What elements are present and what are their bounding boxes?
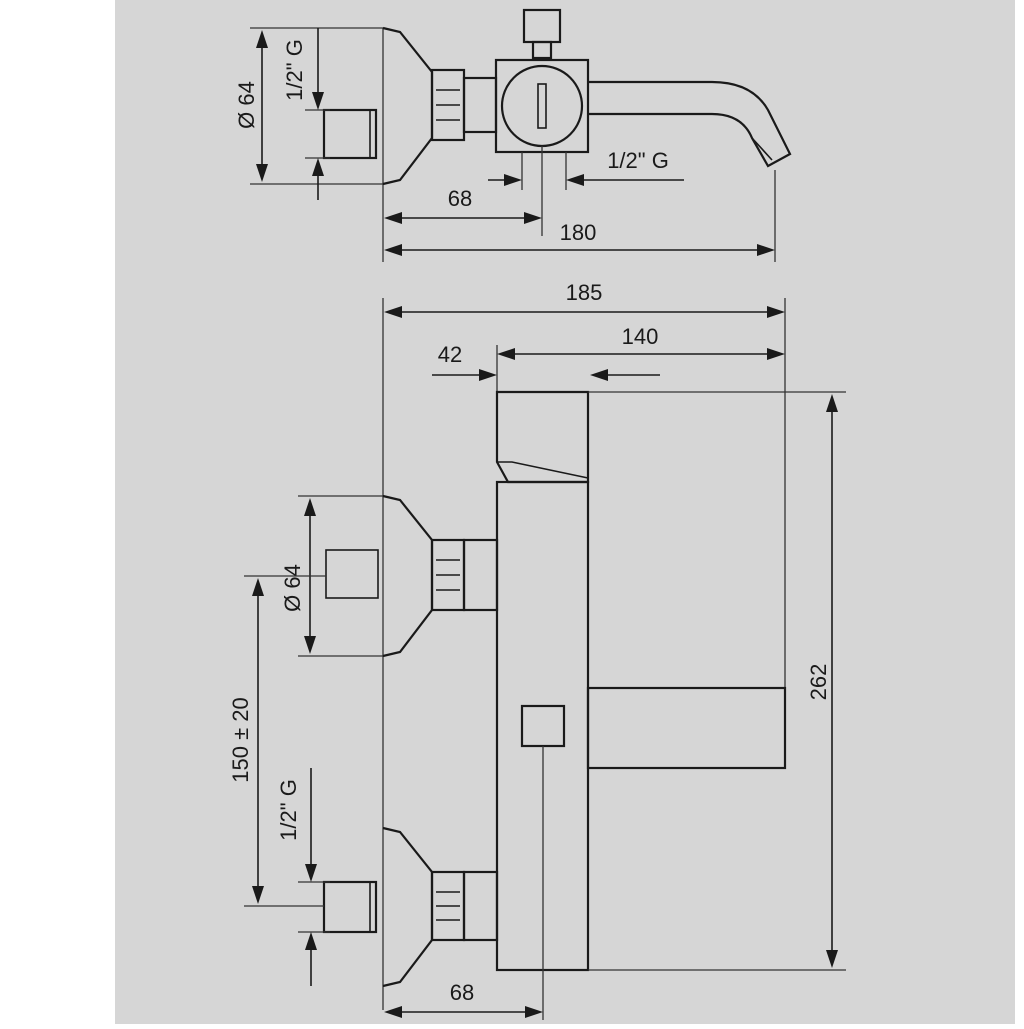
front-185-arrow-right [767, 306, 785, 318]
front-centers-label: 150 ± 20 [228, 697, 253, 782]
front-68-arrow-right [525, 1006, 543, 1018]
top-length-label: 180 [560, 220, 597, 245]
top-180-arrow-right [757, 244, 775, 256]
front-thread-arrow-up [305, 932, 317, 950]
front-diameter-label: Ø 64 [280, 564, 305, 612]
front-dia-arrow-down [304, 636, 316, 654]
front-thread-arrow-down [305, 864, 317, 882]
front-42-arrow-right [479, 369, 497, 381]
front-150-arrow-down [252, 886, 264, 904]
front-upper-connector [462, 538, 499, 612]
front-lower-connector [462, 870, 499, 942]
front-overall-width-label: 185 [566, 280, 603, 305]
top-diverter-stem [531, 40, 553, 60]
top-rthread-arrow-right [504, 174, 522, 186]
front-height-label: 262 [806, 664, 831, 701]
front-68-arrow-left [384, 1006, 402, 1018]
front-upper-pipe [325, 549, 379, 599]
front-view: 185 140 42 [228, 280, 846, 1020]
front-185-arrow-left [384, 306, 402, 318]
top-thread-arrow-down [312, 92, 324, 110]
front-wall-to-body-label: 42 [438, 342, 462, 367]
top-offset-label: 68 [448, 186, 472, 211]
top-180-arrow-left [384, 244, 402, 256]
top-cartridge-slot [537, 83, 547, 129]
top-diameter-label: Ø 64 [234, 81, 259, 129]
front-42-arrow-left [590, 369, 608, 381]
top-thread-arrow-up [312, 158, 324, 176]
front-262-arrow-up [826, 394, 838, 412]
front-lower-pipe [322, 880, 378, 934]
front-body-to-spout-label: 140 [622, 324, 659, 349]
top-68-arrow-right [524, 212, 542, 224]
top-dia-arrow-down [256, 164, 268, 182]
top-view: Ø 64 1/2" G 1/2" G 68 180 [234, 8, 792, 262]
front-140-arrow-right [767, 348, 785, 360]
top-68-arrow-left [384, 212, 402, 224]
front-thread-label: 1/2" G [276, 779, 301, 841]
front-150-arrow-up [252, 578, 264, 596]
front-dia-arrow-up [304, 498, 316, 516]
front-offset-label: 68 [450, 980, 474, 1005]
front-140-arrow-left [497, 348, 515, 360]
top-dia-arrow-up [256, 30, 268, 48]
front-lever-bevel [497, 461, 589, 479]
top-spout [588, 80, 792, 168]
top-thread-left-label: 1/2" G [282, 39, 307, 101]
front-spout [586, 686, 787, 770]
top-spout-tip [751, 137, 773, 161]
drawing-panel [115, 0, 1015, 1024]
top-rthread-arrow-left [566, 174, 584, 186]
front-262-arrow-down [826, 950, 838, 968]
top-thread-right-label: 1/2" G [607, 148, 669, 173]
top-pipe [322, 108, 378, 160]
